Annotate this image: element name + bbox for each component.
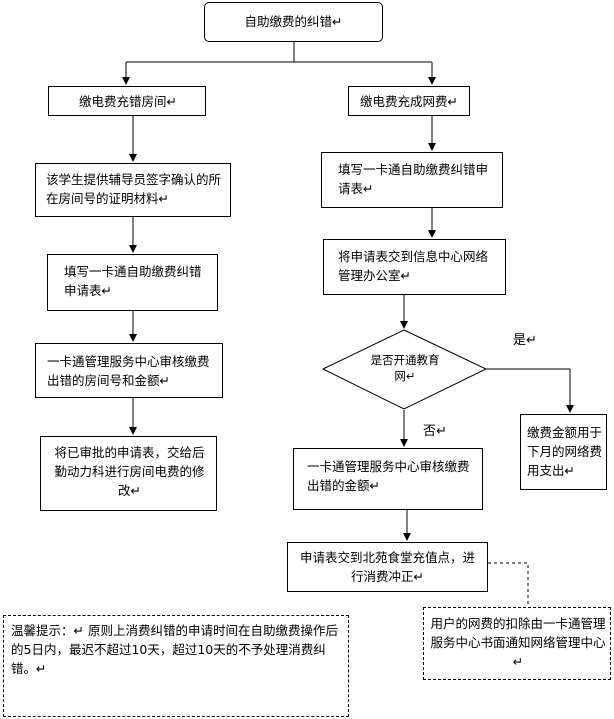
left-step4-text: 一卡通管理服务中心审核缴费出错的房间号和金额↵ bbox=[47, 354, 210, 388]
left-step5-text: 将已审批的申请表，交给后勤动力科进行房间电费的修改↵ bbox=[54, 445, 205, 498]
tip-box: 温馨提示：↵ 原则上消费纠错的申请时间在自助缴费操作后的5日内，最迟不超过10天… bbox=[3, 615, 349, 717]
decision-diamond bbox=[321, 329, 488, 410]
title-text: 自助缴费的纠错↵ bbox=[244, 14, 343, 29]
dashed-connector-note bbox=[488, 562, 529, 607]
decision-text: 是否开通教育网↵ bbox=[370, 353, 440, 383]
right-step1-box: 缴电费充成网费↵ bbox=[348, 86, 470, 116]
no-step1-text: 一卡通管理服务中心审核缴费出错的金额↵ bbox=[307, 459, 470, 493]
left-step5-box: 将已审批的申请表，交给后勤动力科进行房间电费的修改↵ bbox=[40, 436, 217, 511]
note-text: 用户的网费的扣除由一卡通管理服务中心书面通知网络管理中心↵ bbox=[430, 616, 606, 669]
left-step1-text: 缴电费充错房间↵ bbox=[79, 94, 177, 109]
tip-body: 原则上消费纠错的申请时间在自助缴费操作后的5日内，最迟不超过10天，超过10天的… bbox=[11, 623, 338, 676]
tip-heading: 温馨提示：↵ bbox=[11, 623, 84, 638]
note-box: 用户的网费的扣除由一卡通管理服务中心书面通知网络管理中心↵ bbox=[423, 607, 611, 680]
no-label: 否↵ bbox=[423, 424, 447, 439]
right-step3-box: 将申请表交到信息中心网络管理办公室↵ bbox=[323, 239, 506, 295]
no-step2-box: 申请表交到北苑食堂充值点，进行消费冲正↵ bbox=[287, 542, 488, 592]
yes-result-box: 缴费金额用于下月的网络费用支出↵ bbox=[520, 414, 607, 490]
no-step1-box: 一卡通管理服务中心审核缴费出错的金额↵ bbox=[293, 448, 483, 510]
no-step2-text: 申请表交到北苑食堂充值点，进行消费冲正↵ bbox=[299, 550, 475, 584]
right-step2-text: 填写一卡通自助缴费纠错申请表↵ bbox=[338, 162, 489, 196]
left-step1-box: 缴电费充错房间↵ bbox=[48, 86, 206, 116]
yes-result-text: 缴费金额用于下月的网络费用支出↵ bbox=[527, 425, 603, 478]
title-box: 自助缴费的纠错↵ bbox=[204, 2, 383, 42]
yes-label: 是↵ bbox=[513, 333, 537, 348]
right-step2-box: 填写一卡通自助缴费纠错申请表↵ bbox=[321, 152, 503, 208]
right-step3-text: 将申请表交到信息中心网络管理办公室↵ bbox=[338, 249, 489, 283]
right-step1-text: 缴电费充成网费↵ bbox=[360, 94, 458, 109]
left-step3-text: 填写一卡通自助缴费纠错申请表↵ bbox=[64, 264, 202, 298]
left-step2-box: 该学生提供辅导员签字确认的所在房间号的证明材料↵ bbox=[35, 163, 231, 217]
left-step2-text: 该学生提供辅导员签字确认的所在房间号的证明材料↵ bbox=[46, 172, 222, 206]
left-step4-box: 一卡通管理服务中心审核缴费出错的房间号和金额↵ bbox=[35, 343, 223, 398]
left-step3-box: 填写一卡通自助缴费纠错申请表↵ bbox=[47, 254, 218, 311]
